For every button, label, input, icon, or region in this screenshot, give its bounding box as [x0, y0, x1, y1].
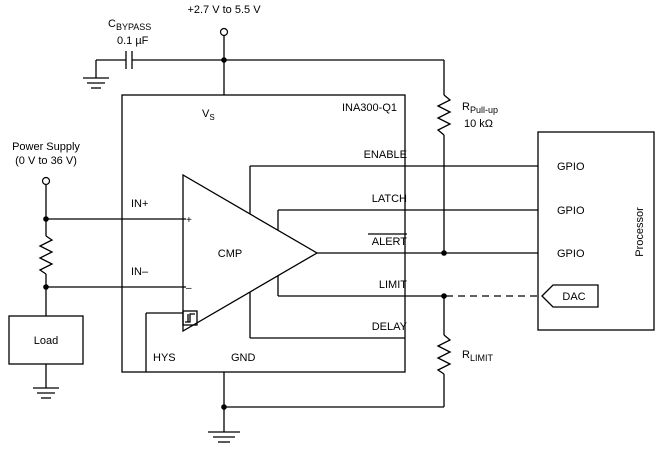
pin-in-plus: IN+ [131, 198, 148, 210]
gpio-alert: GPIO [557, 248, 585, 260]
power-supply-range: (0 V to 36 V) [15, 155, 77, 167]
hysteresis-icon [185, 313, 195, 323]
bypass-cap-value: 0.1 µF [117, 35, 149, 47]
comparator-minus: – [186, 283, 192, 294]
pin-gnd: GND [231, 352, 256, 364]
chip-ground [208, 372, 240, 443]
processor-block: GPIO GPIO GPIO DAC Processor [537, 131, 655, 331]
dac-label: DAC [562, 291, 585, 303]
power-supply-section: Power Supply (0 V to 36 V) Load [8, 141, 186, 399]
pin-latch: LATCH [372, 193, 407, 205]
supply-rail: +2.7 V to 5.5 V [187, 4, 444, 95]
chip-name: INA300-Q1 [342, 102, 397, 114]
bypass-cap-ref: CBYPASS [108, 18, 151, 32]
limit-res-ref: RLIMIT [462, 349, 493, 363]
processor-label: Processor [634, 207, 646, 257]
pullup-res-ref: RPull-up [462, 101, 498, 115]
chip-outline [121, 94, 406, 373]
chip-to-processor-wires [405, 165, 542, 299]
hysteresis-symbol [182, 310, 198, 326]
pin-limit: LIMIT [379, 279, 407, 291]
bypass-ground-icon [83, 77, 109, 89]
pin-enable: ENABLE [364, 149, 407, 161]
bypass-capacitor: CBYPASS 0.1 µF [83, 18, 224, 89]
chip-vs-label: VS [202, 108, 215, 122]
comparator-plus: + [186, 215, 192, 226]
supply-label: +2.7 V to 5.5 V [187, 4, 261, 16]
dac-block [541, 284, 599, 308]
ina300-chip: INA300-Q1 VS CMP + – IN+ IN– HYS GND ENA… [121, 94, 408, 373]
gpio-enable: GPIO [557, 161, 585, 173]
load-ground-icon [33, 387, 59, 399]
pin-delay: DELAY [372, 321, 408, 333]
power-supply-label: Power Supply [12, 141, 80, 153]
power-supply-terminal [41, 176, 51, 186]
pullup-res-value: 10 kΩ [464, 118, 493, 130]
chip-ground-icon [208, 431, 240, 443]
processor-outline [537, 131, 655, 331]
pin-hys: HYS [153, 352, 176, 364]
shunt-resistor [38, 235, 54, 275]
gpio-latch: GPIO [557, 205, 585, 217]
limit-resistor: RLIMIT [224, 296, 493, 408]
supply-terminal [219, 27, 229, 37]
comparator-label: CMP [218, 248, 242, 260]
load-label: Load [34, 335, 58, 347]
pullup-resistor: RPull-up 10 kΩ [436, 60, 498, 253]
pin-in-minus: IN– [131, 266, 149, 278]
pin-alert: ALERT [372, 236, 408, 248]
